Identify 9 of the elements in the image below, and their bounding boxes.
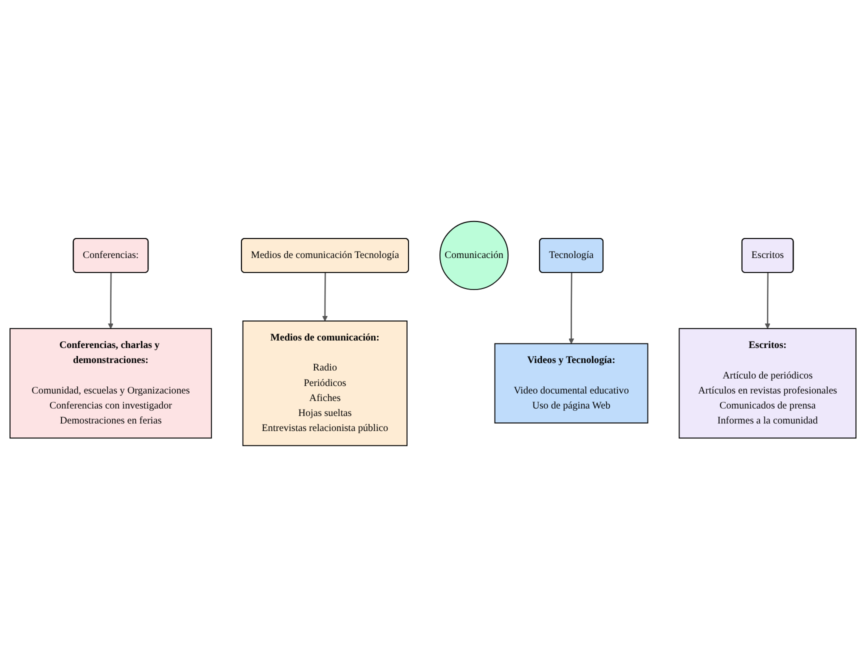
node-box: Escritos: Artículo de periódicos Artículos en revistas profesionales Comunicados de prensa Informes a la comunidad [678, 328, 856, 439]
arrow [322, 272, 328, 322]
arrow [108, 272, 114, 329]
arrow [568, 272, 574, 344]
arrow [764, 272, 770, 329]
node-circle: Comunicación [439, 220, 509, 290]
node-box: Conferencias, charlas y demonstraciones: Comunidad, escuelas y Organizaciones Conferencias con investigador Demostraciones en ferias [10, 328, 212, 439]
node-box: Videos y Tecnología: Video documental educativo Uso de página Web [494, 343, 648, 424]
node-box: Medios de comunicación: Radio Periódicos Afiches Hojas sueltas Entrevistas relacionista público [242, 320, 408, 446]
